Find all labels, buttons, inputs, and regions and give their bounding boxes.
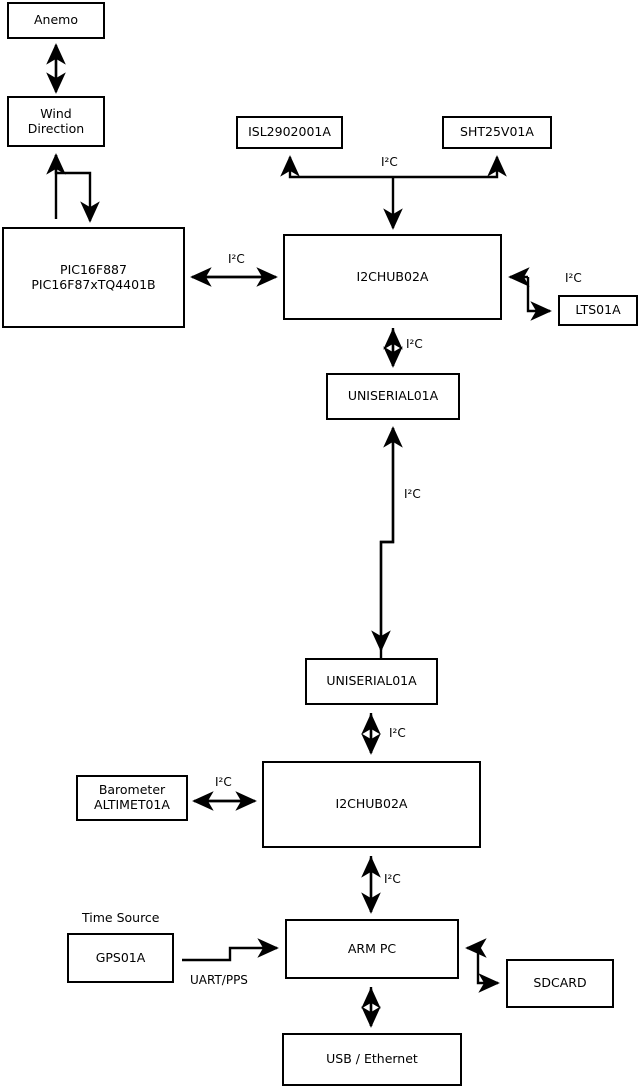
node-i2chub02a-top[interactable]: I2CHUB02A [283,234,502,320]
node-lts01a-label: LTS01A [575,302,621,318]
label-time-source: Time Source [82,910,160,925]
node-arm-pc-label: ARM PC [347,940,397,956]
node-uniserial01a-lower[interactable]: UNISERIAL01A [305,658,438,705]
edge-label-i2c-pic-hub: I²C [228,252,245,266]
edge-label-i2c-hub-lts: I²C [565,271,582,285]
node-sht25v01a-label: SHT25V01A [460,124,534,140]
node-arm-pc[interactable]: ARM PC [285,919,459,979]
node-usb-ethernet-label: USB / Ethernet [326,1051,418,1067]
connector-uni2-uni1 [379,426,403,660]
node-wind-direction[interactable]: Wind Direction [7,96,105,147]
node-pic-microcontroller-label: PIC16F887 PIC16F87xTQ4401B [31,261,156,292]
node-i2chub02a-bottom[interactable]: I2CHUB02A [262,761,481,848]
connector-bus-sht [393,155,507,179]
node-wind-direction-label: Wind Direction [27,105,85,136]
edge-label-i2c-hub2-armpc: I²C [384,872,401,886]
edge-label-i2c-uniserial2-hub2: I²C [389,726,406,740]
node-lts01a[interactable]: LTS01A [558,295,638,326]
node-i2chub02a-top-label: I2CHUB02A [356,268,429,284]
node-sdcard[interactable]: SDCARD [506,959,614,1008]
node-gps01a-label: GPS01A [95,949,146,965]
connector-hub-lts [526,277,552,321]
node-usb-ethernet[interactable]: USB / Ethernet [282,1033,462,1086]
connector-winddir-pic [54,155,100,223]
node-isl2902001a-label: ISL2902001A [248,124,331,140]
node-pic-microcontroller[interactable]: PIC16F887 PIC16F87xTQ4401B [2,227,185,328]
node-anemo-label: Anemo [34,12,78,28]
edge-label-uart-pps: UART/PPS [190,973,248,987]
node-sdcard-label: SDCARD [533,975,587,991]
node-anemo[interactable]: Anemo [7,2,105,39]
node-barometer-altimet01a-label: Barometer ALTIMET01A [94,782,170,812]
edge-label-i2c-uniserial1-uniserial2: I²C [404,487,421,501]
node-uniserial01a-lower-label: UNISERIAL01A [326,673,417,689]
connector-gps-armpc [182,938,279,962]
node-gps01a[interactable]: GPS01A [67,933,174,983]
connector-bus-isl [280,155,393,179]
connector-armpc-sdcard [476,948,500,993]
edge-label-i2c-sensors-bus: I²C [381,155,398,169]
connector-uni1-uni2 [371,428,395,652]
node-uniserial01a-upper[interactable]: UNISERIAL01A [326,373,460,420]
node-isl2902001a[interactable]: ISL2902001A [236,116,343,149]
node-i2chub02a-bottom-label: I2CHUB02A [335,796,408,812]
edge-label-i2c-hub-uniserial1: I²C [406,337,423,351]
node-barometer-altimet01a[interactable]: Barometer ALTIMET01A [76,775,188,821]
edge-label-i2c-barometer-hub2: I²C [215,775,232,789]
node-sht25v01a[interactable]: SHT25V01A [442,116,552,149]
node-uniserial01a-upper-label: UNISERIAL01A [347,388,439,404]
